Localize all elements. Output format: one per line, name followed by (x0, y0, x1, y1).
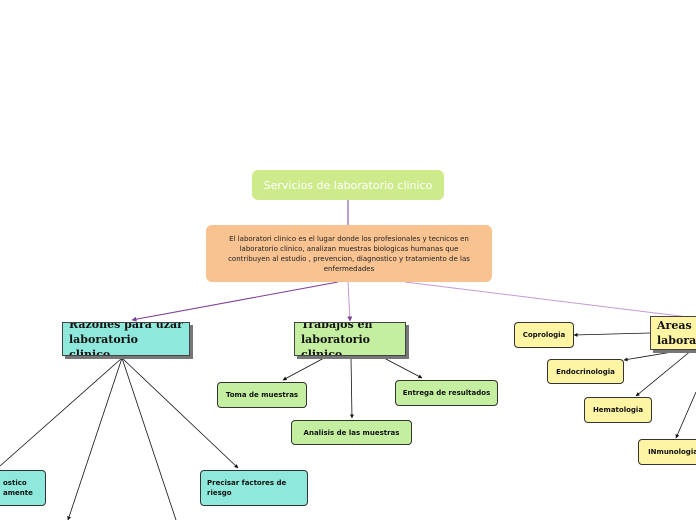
connector-description-areas (404, 281, 696, 319)
connector-razones-precisar (121, 357, 239, 469)
leaf-coprologia-label: Coprologia (522, 331, 566, 339)
leaf-analisis-de-las-muestras-label: Analisis de las muestras (303, 428, 400, 437)
leaf-endocrinologia-label: Endocrinologia (556, 367, 615, 376)
leaf-endocrinologia[interactable]: Endocrinologia (547, 359, 624, 384)
leaf-diagnostico-label: ostico amente (3, 479, 33, 497)
branch-razones-title: Razones para uzar laboratorio clinico (69, 322, 183, 356)
leaf-entrega-de-resultados-label: Entrega de resultados (402, 389, 491, 397)
connector-trabajos-analisis (349, 357, 354, 419)
leaf-analisis-de-las-muestras[interactable]: Analisis de las muestras (291, 420, 412, 445)
connector-description-razones (131, 281, 339, 322)
connector-areas-hematologia (635, 349, 693, 397)
leaf-inmunologia[interactable]: INmunologia (638, 439, 696, 465)
root-title: Servicios de laboratorio clinico (263, 178, 433, 192)
leaf-toma-de-muestras[interactable]: Toma de muestras (217, 382, 307, 408)
leaf-precisar-factores-label: Precisar factores de riesgo (207, 479, 287, 497)
connector-areas-endocrinologia (623, 349, 685, 362)
connector-razones-diagnostico (0, 357, 123, 467)
leaf-hematologia-label: Hematologia (592, 406, 644, 414)
connector-trabajos-toma (282, 357, 325, 381)
branch-trabajos-title: Trabajos en laboratorio clinico (301, 322, 373, 356)
leaf-coprologia[interactable]: Coprologia (514, 322, 574, 348)
branch-trabajos[interactable]: Trabajos en laboratorio clinico (294, 322, 406, 356)
leaf-entrega-de-resultados[interactable]: Entrega de resultados (395, 380, 498, 406)
root-node[interactable]: Servicios de laboratorio clinico (252, 170, 444, 200)
leaf-toma-de-muestras-label: Toma de muestras (225, 391, 299, 399)
connector-description-trabajos (347, 281, 353, 322)
description-text: El laboratori clinico es el lugar donde … (228, 234, 470, 273)
leaf-diagnostico[interactable]: ostico amente (0, 470, 46, 506)
description-node[interactable]: El laboratori clinico es el lugar donde … (206, 225, 492, 282)
leaf-precisar-factores[interactable]: Precisar factores de riesgo (200, 470, 308, 506)
branch-razones[interactable]: Razones para uzar laboratorio clinico (62, 322, 190, 356)
connector-areas-inmunologia (675, 391, 696, 439)
connector-razones-offscreen-2 (121, 357, 177, 520)
connector-razones-offscreen-1 (67, 357, 123, 520)
leaf-hematologia[interactable]: Hematologia (584, 397, 652, 423)
branch-areas-title: Areas en laborato (657, 319, 696, 347)
branch-areas[interactable]: Areas en laborato (650, 316, 696, 350)
leaf-inmunologia-label: INmunologia (648, 448, 696, 456)
connector-areas-coprologia (573, 332, 651, 337)
connector-trabajos-entrega (383, 357, 423, 379)
